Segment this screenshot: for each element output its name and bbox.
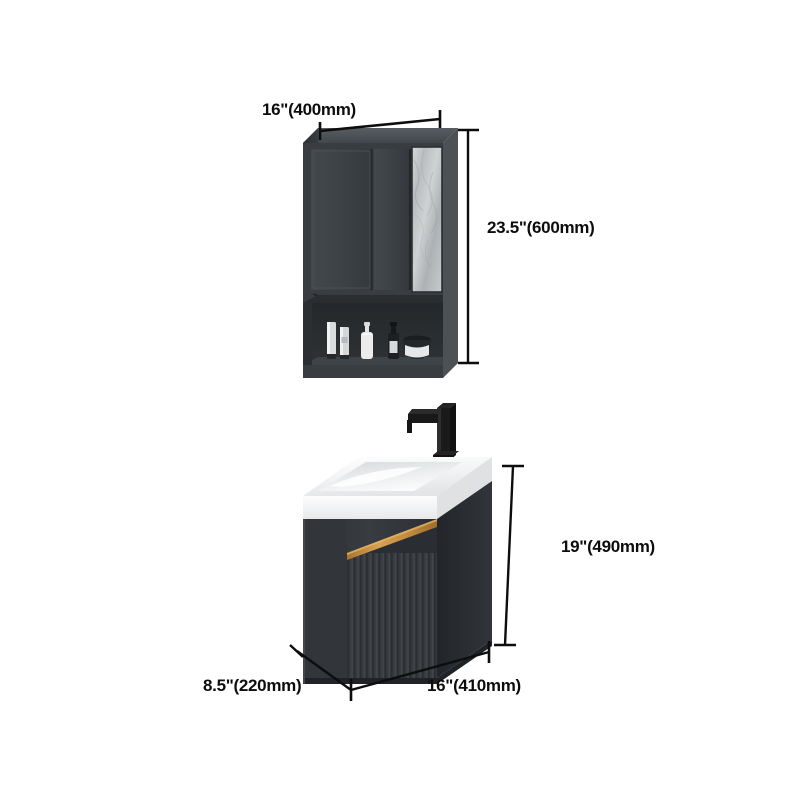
- dimension-label-cabinet-height: 23.5"(600mm): [487, 218, 595, 237]
- vanity-right-side: [437, 481, 492, 678]
- vanity-dimension-lines: [289, 464, 524, 701]
- vanity-height-line: [503, 465, 515, 646]
- vanity-left-return: [303, 519, 347, 678]
- faucet: [407, 403, 459, 462]
- dimension-label-cabinet-width: 16"(400mm): [262, 100, 356, 119]
- vanity-depth-tick-left: [289, 644, 304, 658]
- basin-bowl-highlight: [330, 467, 422, 487]
- dimension-label-vanity-width: 16"(410mm): [427, 676, 521, 695]
- cabinet-top-face: [303, 128, 458, 143]
- shelf-item-tube-bottle-tall: [327, 322, 336, 359]
- vanity-width-line: [350, 650, 490, 692]
- door-left-bevel: [312, 150, 371, 289]
- basin-right-face: [437, 457, 492, 519]
- basin-front-face: [303, 496, 437, 519]
- shelf-left-inner: [303, 303, 312, 365]
- shelf-item-dropper-bottle-dark: [388, 322, 399, 359]
- cabinet-right-side: [443, 128, 458, 378]
- vanity-handle-highlight: [347, 519, 437, 555]
- vanity-left-edge-highlight: [303, 519, 305, 684]
- cabinet-width-line: [319, 117, 441, 133]
- mirror-marble-veining: [413, 149, 438, 269]
- door-seam-1: [370, 149, 373, 290]
- vanity-depth-line: [296, 650, 352, 691]
- shelf-bottom-inner: [303, 357, 443, 365]
- dimension-label-vanity-depth: 8.5"(220mm): [203, 676, 302, 695]
- shelf-item-pump-bottle-white: [361, 322, 373, 359]
- vanity-fluted-door: [347, 553, 437, 678]
- dimension-label-vanity-height: 19"(490mm): [561, 537, 655, 556]
- mirror-cabinet-illustration: [303, 128, 458, 378]
- shelf-item-tube-bottle-short: [340, 327, 349, 359]
- mirror-panel: [412, 147, 442, 292]
- vanity-unit-illustration: [303, 403, 492, 684]
- shelf-item-round-jar-dark: [403, 335, 431, 359]
- shelf-top-inner: [303, 295, 443, 303]
- cabinet-door-left: [311, 149, 372, 290]
- cabinet-dimension-lines: [318, 110, 479, 365]
- mirror-panel-frame: [411, 146, 443, 293]
- vanity-bottom-edge: [303, 640, 492, 684]
- door-seam-2: [409, 149, 411, 290]
- cabinet-door-right: [374, 149, 409, 290]
